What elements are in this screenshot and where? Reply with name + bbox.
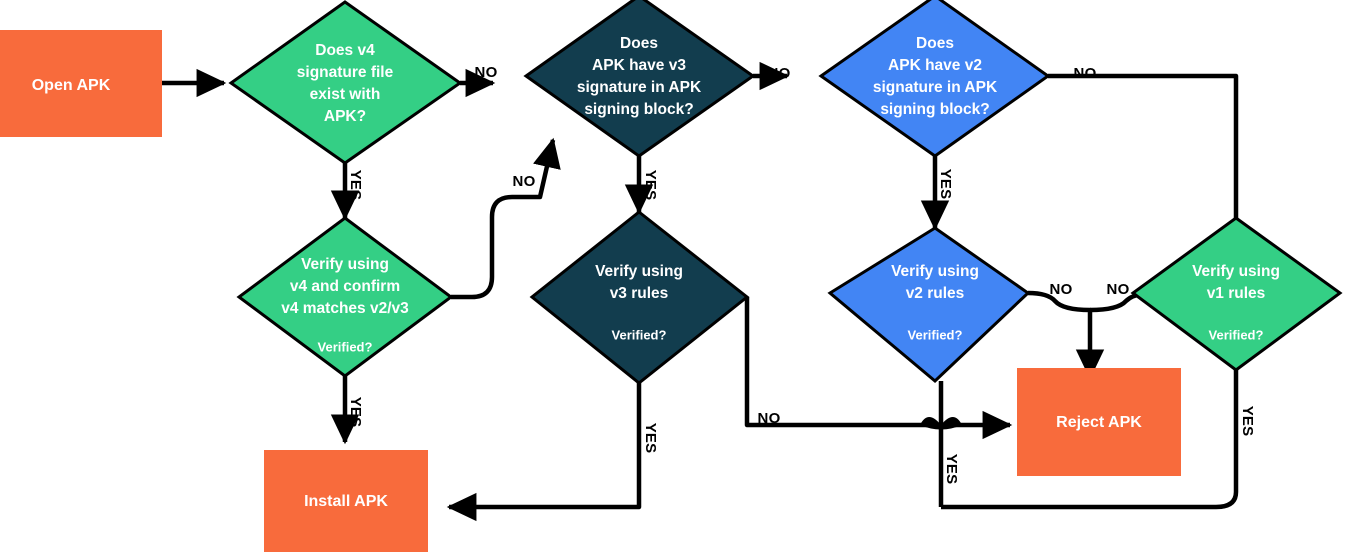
open-apk-box[interactable]: Open APK [0,30,162,137]
v4-exists-line-4: APK? [324,108,366,125]
verify-v1-shape [1130,216,1343,372]
v4-exists-line-2: signature file [297,64,394,81]
open-apk-label: Open APK [32,77,111,94]
verify-v4-sub: Verified? [318,339,373,354]
v3-block-line-2: APK have v3 [592,57,686,74]
verify-v4-line-3: v4 matches v2/v3 [281,300,409,317]
v2-signature-block-shape [818,0,1051,158]
edge-label-layer: NO YES NO YES NO YES NO YES NO YES NO YE… [347,64,1256,484]
v2-block-line-4: signing block? [880,101,989,118]
install-apk-shape [264,450,428,552]
open-apk-shape [0,30,162,137]
edge-label-v3-block-yes: YES [642,170,659,201]
install-apk-box[interactable]: Install APK [264,450,428,552]
verify-v1-line-2: v1 rules [1207,285,1266,302]
edge-verify-v3-yes [446,383,642,522]
v3-block-line-1: Does [620,35,658,52]
verify-v3-line-2: v3 rules [610,285,669,302]
edge-label-verify-v3-no: NO [758,410,781,427]
verify-v2-line-2: v2 rules [906,285,965,302]
edge-label-verify-v1-no: NO [1107,281,1130,298]
verify-v2-decision[interactable]: Verify using v2 rules Verified? [827,226,1031,384]
edge-label-verify-v2-yes: YES [943,454,960,485]
verify-v2-shape [827,226,1031,384]
verify-v3-sub: Verified? [612,327,667,342]
verify-v3-line-1: Verify using [595,263,683,280]
verify-v1-sub: Verified? [1209,327,1264,342]
v2-block-line-2: APK have v2 [888,57,982,74]
install-apk-label: Install APK [304,493,388,510]
edge-label-v2-block-no: NO [1074,65,1097,82]
verify-v1-decision[interactable]: Verify using v1 rules Verified? [1130,216,1343,372]
edge-verify-v1-yes [941,370,1239,510]
edge-label-v4-exists-yes: YES [347,170,364,201]
v3-block-line-4: signing block? [584,101,693,118]
edge-label-v2-block-yes: YES [937,169,954,200]
v4-signature-exists-decision[interactable]: Does v4 signature file exist with APK? [228,0,463,165]
verify-v4-shape [236,216,454,378]
v4-exists-line-3: exist with [310,86,381,103]
verify-v3-decision[interactable]: Verify using v3 rules Verified? [529,210,750,385]
v2-signature-block-decision[interactable]: Does APK have v2 signature in APK signin… [818,0,1051,158]
edge-label-verify-v4-yes: YES [347,397,364,428]
edge-label-verify-v1-yes: YES [1239,406,1256,437]
verify-v4-line-2: v4 and confirm [290,278,400,295]
reject-apk-shape [1017,368,1181,476]
verify-v2-sub: Verified? [908,327,963,342]
edge-verify-v2-no [1027,290,1105,380]
edge-label-verify-v4-no: NO [513,173,536,190]
verify-v1-line-1: Verify using [1192,263,1280,280]
v4-exists-line-1: Does v4 [315,42,375,59]
v3-block-line-3: signature in APK [577,79,702,96]
reject-apk-label: Reject APK [1056,414,1142,431]
verify-v3-shape [529,210,750,385]
edge-label-v3-block-no: NO [768,65,791,82]
v4-signature-exists-shape [228,0,463,165]
v3-signature-block-shape [523,0,756,158]
edge-label-verify-v2-no: NO [1050,281,1073,298]
verify-v4-decision[interactable]: Verify using v4 and confirm v4 matches v… [236,216,454,378]
v3-signature-block-decision[interactable]: Does APK have v3 signature in APK signin… [523,0,756,158]
edge-label-v4-exists-no: NO [475,64,498,81]
edge-verify-v4-no [451,137,561,300]
verify-v4-line-1: Verify using [301,256,389,273]
v2-block-line-3: signature in APK [873,79,998,96]
edge-layer [162,61,1239,522]
edge-label-verify-v3-yes: YES [642,423,659,454]
verify-v2-line-1: Verify using [891,263,979,280]
reject-apk-box[interactable]: Reject APK [1017,368,1181,476]
line-hop-marker [920,417,962,430]
edge-v2-block-no [1048,73,1239,218]
v2-block-line-1: Does [916,35,954,52]
